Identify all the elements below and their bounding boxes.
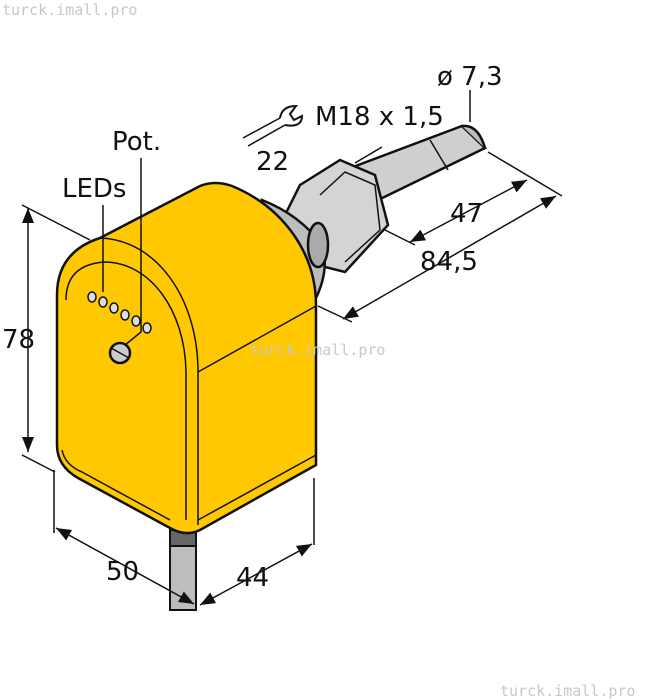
watermark: turck.imall.pro	[2, 1, 137, 19]
led	[131, 315, 141, 327]
potentiometer-screw	[108, 341, 132, 365]
led	[142, 322, 152, 334]
dimension-lines	[21, 151, 563, 610]
total-length-dimension: 84,5	[420, 247, 478, 277]
leds-label: LEDs	[62, 174, 126, 204]
watermark: turck.imall.pro	[250, 341, 385, 359]
wrench-size-label: 22	[256, 147, 289, 177]
led	[120, 309, 130, 321]
thread-label: M18 x 1,5	[315, 102, 444, 132]
height-dimension: 78	[2, 325, 35, 355]
watermark: turck.imall.pro	[500, 682, 635, 700]
pot-label: Pot.	[112, 127, 161, 157]
depth-dimension: 44	[236, 563, 269, 593]
width-dimension: 50	[106, 557, 139, 587]
diameter-label: ø 7,3	[437, 62, 503, 92]
led-row	[87, 291, 152, 334]
probe-length-dimension: 47	[450, 199, 483, 229]
wrench-icon	[242, 104, 304, 147]
led	[98, 296, 108, 308]
sensor-housing	[55, 181, 318, 535]
led	[87, 291, 97, 303]
led	[109, 302, 119, 314]
